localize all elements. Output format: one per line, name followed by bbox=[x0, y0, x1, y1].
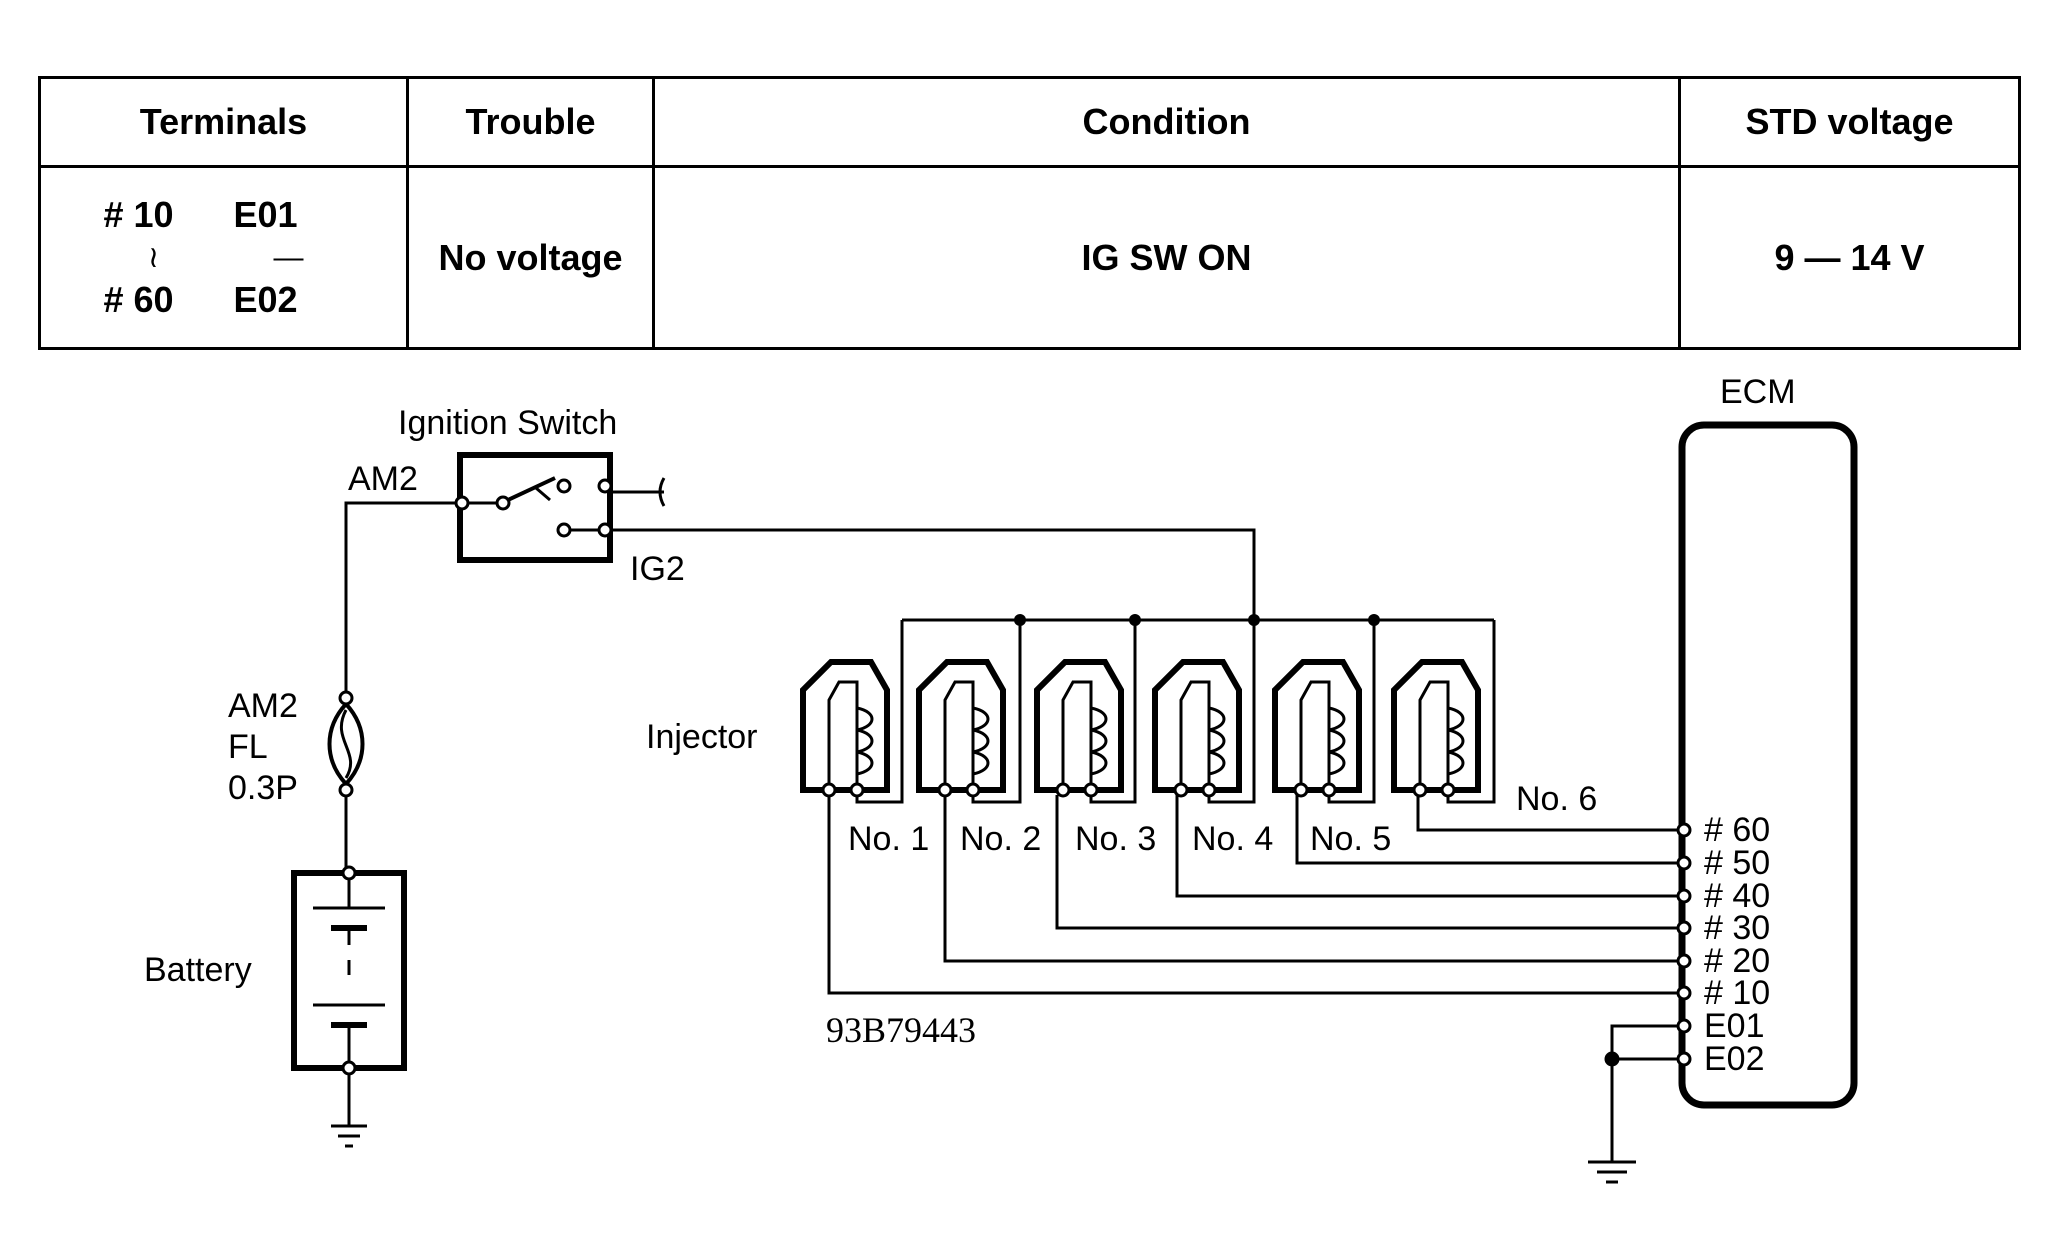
battery bbox=[291, 865, 407, 1148]
cell-trouble: No voltage bbox=[406, 165, 655, 350]
header-terminals: Terminals bbox=[38, 76, 409, 168]
injector-group bbox=[800, 614, 1496, 804]
ecm-terminal-50: # 50 bbox=[1704, 844, 1770, 882]
battery-label: Battery bbox=[144, 951, 252, 989]
injector-signal-wires bbox=[827, 795, 1680, 995]
ecm-terminal-10: # 10 bbox=[1704, 974, 1770, 1012]
cell-condition: IG SW ON bbox=[652, 165, 1681, 350]
injector-no3 bbox=[1034, 614, 1141, 804]
ecm-terminal-e01: E01 bbox=[1704, 1007, 1765, 1045]
ignition-switch bbox=[454, 452, 666, 563]
terminal-bottom-right: E02 bbox=[233, 279, 298, 320]
fuse-label-line1: AM2 bbox=[228, 687, 298, 725]
cell-terminals: # 10 E01 ≀ — # 60 E02 bbox=[38, 165, 409, 350]
ecm-terminal-30: # 30 bbox=[1704, 909, 1770, 947]
injector-no3-label: No. 3 bbox=[1075, 820, 1156, 858]
ig2-label: IG2 bbox=[630, 550, 685, 588]
injector-no6 bbox=[1391, 620, 1496, 804]
injector-label: Injector bbox=[646, 718, 758, 756]
injector-no5-label: No. 5 bbox=[1310, 820, 1391, 858]
ecm-ground bbox=[1588, 1024, 1678, 1184]
fuse-label-line3: 0.3P bbox=[228, 769, 298, 807]
ecm-terminal-20: # 20 bbox=[1704, 942, 1770, 980]
injector-no5 bbox=[1272, 614, 1380, 804]
injector-no4-label: No. 4 bbox=[1192, 820, 1273, 858]
injector-no2 bbox=[916, 614, 1026, 804]
cell-std-voltage: 9 — 14 V bbox=[1678, 165, 2021, 350]
terminal-top-right: E01 bbox=[233, 194, 298, 235]
header-std-voltage: STD voltage bbox=[1678, 76, 2021, 168]
table-row: # 10 E01 ≀ — # 60 E02 No voltage IG SW O… bbox=[38, 165, 2021, 350]
injector-no1 bbox=[800, 620, 904, 804]
ecm-terminal-e02: E02 bbox=[1704, 1040, 1765, 1078]
ecm-terminal-40: # 40 bbox=[1704, 877, 1770, 915]
ecm-terminal-60: # 60 bbox=[1704, 811, 1770, 849]
terminal-range-symbol: ≀ bbox=[147, 241, 160, 274]
terminal-top-left: # 10 bbox=[103, 194, 174, 235]
terminal-dash: — bbox=[273, 240, 304, 274]
injector-no2-label: No. 2 bbox=[960, 820, 1041, 858]
header-condition: Condition bbox=[652, 76, 1681, 168]
header-trouble: Trouble bbox=[406, 76, 655, 168]
ignition-switch-label: Ignition Switch bbox=[398, 404, 617, 442]
ecm-label: ECM bbox=[1720, 373, 1796, 411]
fusible-link bbox=[327, 690, 365, 798]
injector-no6-label: No. 6 bbox=[1516, 780, 1597, 818]
voltage-spec-table: Terminals Trouble Condition STD voltage … bbox=[38, 76, 2021, 350]
fuse-label-line2: FL bbox=[228, 728, 268, 766]
table-header-row: Terminals Trouble Condition STD voltage bbox=[38, 76, 2021, 168]
terminal-bottom-left: # 60 bbox=[103, 279, 174, 320]
supply-wires bbox=[344, 501, 1256, 870]
injector-no4 bbox=[1152, 614, 1260, 804]
ecm-box bbox=[1676, 421, 1858, 1109]
am2-label: AM2 bbox=[348, 460, 418, 498]
figure-reference: 93B79443 bbox=[826, 1010, 976, 1050]
injector-no1-label: No. 1 bbox=[848, 820, 929, 858]
